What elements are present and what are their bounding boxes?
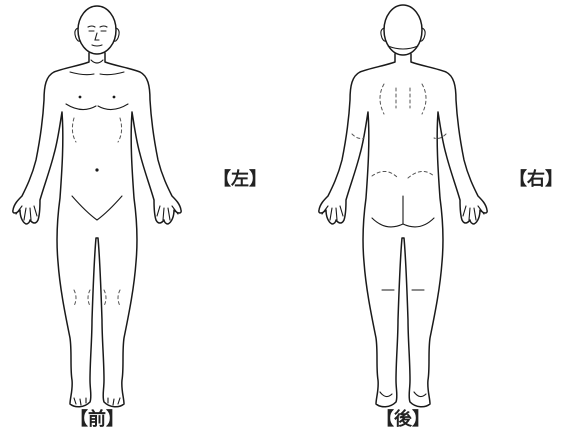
front-navel xyxy=(95,168,98,171)
left-side-label: 【左】 xyxy=(213,171,267,189)
back-elbows xyxy=(352,134,446,139)
front-mouth xyxy=(92,45,102,46)
front-toes xyxy=(74,398,120,405)
front-figure xyxy=(13,6,181,407)
back-heels xyxy=(380,392,426,397)
front-neck xyxy=(91,60,103,63)
front-right-fingers xyxy=(157,206,178,220)
front-groin xyxy=(72,196,122,220)
front-eyebrows xyxy=(88,26,107,27)
back-body-outline xyxy=(319,54,487,407)
front-nipple-right xyxy=(113,96,116,99)
front-knees xyxy=(74,290,120,306)
back-scapulae xyxy=(380,84,426,114)
back-left-fingers xyxy=(322,206,343,220)
right-side-label: 【右】 xyxy=(509,171,563,189)
back-spine-marks xyxy=(396,88,410,108)
back-hairline xyxy=(388,46,418,49)
back-view-label: 【後】 xyxy=(376,411,430,429)
front-pectorals xyxy=(66,104,128,110)
front-view-label: 【前】 xyxy=(70,411,124,429)
back-head xyxy=(384,5,422,55)
front-ribcage xyxy=(72,118,121,142)
back-lower-back xyxy=(372,171,434,178)
front-nose xyxy=(95,33,99,40)
front-nipple-left xyxy=(79,96,82,99)
front-head xyxy=(78,6,116,54)
back-figure xyxy=(319,5,487,407)
front-clavicles xyxy=(70,72,124,75)
back-right-fingers xyxy=(463,206,484,220)
front-body-outline xyxy=(13,53,181,407)
front-left-fingers xyxy=(16,206,37,220)
